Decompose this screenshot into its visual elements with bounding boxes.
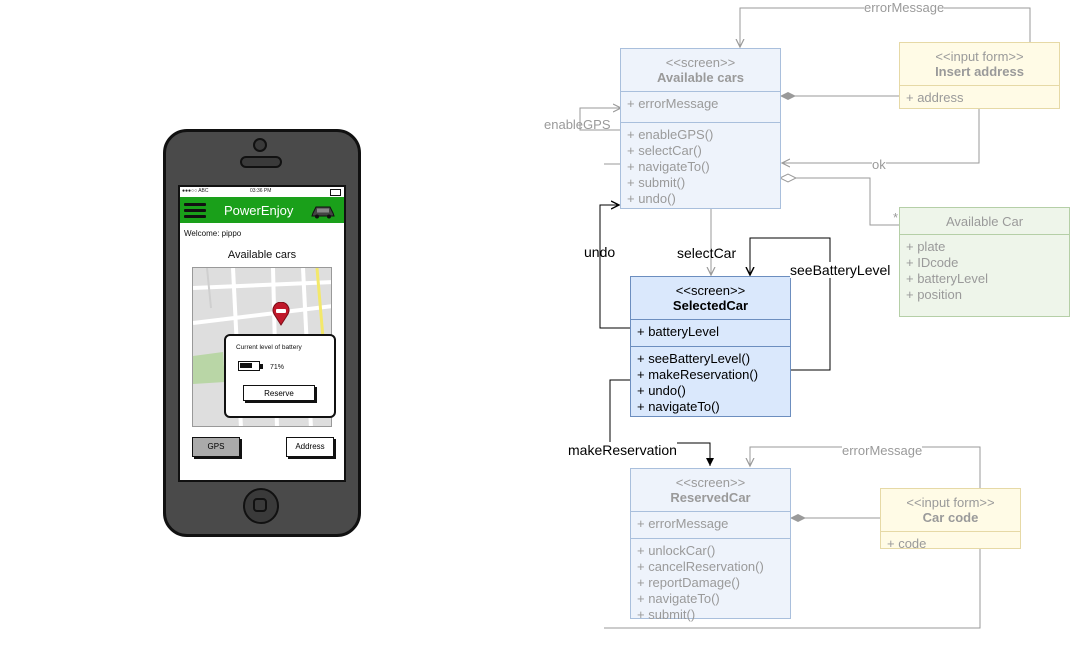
edge-ok xyxy=(782,108,980,163)
available-cars-class[interactable]: <<screen>> Available cars + errorMessage… xyxy=(620,48,781,209)
edge-label-see-battery: seeBatteryLevel xyxy=(790,262,891,278)
attribute: + code xyxy=(887,536,927,551)
class-name: SelectedCar xyxy=(672,298,749,313)
class-name: Available cars xyxy=(657,70,744,85)
location-marker-icon[interactable] xyxy=(272,302,290,326)
edge-label-enable-gps: enableGPS xyxy=(544,117,611,132)
attribute: + batteryLevel xyxy=(906,271,989,286)
method: + makeReservation() xyxy=(637,367,759,382)
edge-label-make-reservation: makeReservation xyxy=(568,442,677,458)
method: + submit() xyxy=(627,175,686,190)
battery-percent: 71% xyxy=(270,364,285,371)
battery-fill xyxy=(240,363,252,368)
welcome-text: Welcome: pippo xyxy=(184,229,242,238)
speaker-icon xyxy=(240,156,282,168)
edge-bottom-return xyxy=(604,548,981,629)
edge-undo xyxy=(599,205,631,329)
stereotype: <<input form>> xyxy=(935,49,1024,64)
reserved-car-class[interactable]: <<screen>> ReservedCar + errorMessage + … xyxy=(630,468,791,622)
edge-see-battery xyxy=(750,237,831,371)
address-button[interactable]: Address xyxy=(286,437,334,457)
class-name: Car code xyxy=(922,510,979,525)
selected-car-class[interactable]: <<screen>> SelectedCar + batteryLevel + … xyxy=(630,276,791,417)
methods-section: + enableGPS() + selectCar() + navigateTo… xyxy=(621,122,780,207)
attributes-section: + batteryLevel xyxy=(631,319,790,346)
aggregation-diamond-icon xyxy=(778,173,798,183)
edge-label-undo: undo xyxy=(584,244,616,260)
battery-popup-label: Current level of battery xyxy=(236,344,302,351)
reserve-button[interactable]: Reserve xyxy=(243,385,315,401)
method: + reportDamage() xyxy=(637,575,740,590)
attribute: + errorMessage xyxy=(637,516,729,531)
method: + seeBatteryLevel() xyxy=(637,351,751,366)
method: + unlockCar() xyxy=(637,543,716,558)
attributes-section: + address xyxy=(900,85,1059,106)
method: + cancelReservation() xyxy=(637,559,764,574)
edge-available-car xyxy=(795,177,900,226)
edge-enable-gps xyxy=(579,108,621,131)
battery-icon xyxy=(238,361,260,371)
method: + undo() xyxy=(627,191,676,206)
attributes-section: + errorMessage xyxy=(631,511,790,538)
edge-label-multiplicity: * xyxy=(893,210,899,225)
stereotype: <<input form>> xyxy=(906,495,995,510)
edge-label-error-top: errorMessage xyxy=(864,0,945,15)
home-square-icon xyxy=(253,498,267,512)
attribute: + plate xyxy=(906,239,946,254)
battery-status-icon xyxy=(330,189,341,196)
menu-icon[interactable] xyxy=(184,203,206,219)
phone-screen: ●●●○○ ABC 03:36 PM PowerEnjoy Welcome: p… xyxy=(178,185,346,482)
methods-section: + unlockCar() + cancelReservation() + re… xyxy=(631,538,790,623)
method: + submit() xyxy=(637,607,696,622)
class-name: ReservedCar xyxy=(670,490,751,505)
method: + navigateTo() xyxy=(637,591,720,606)
available-car-entity[interactable]: Available Car + plate + IDcode + battery… xyxy=(899,207,1070,317)
edge-label-select-car: selectCar xyxy=(677,245,737,261)
attributes-section: + code xyxy=(881,531,1020,552)
method: + selectCar() xyxy=(627,143,702,158)
methods-section: + seeBatteryLevel() + makeReservation() … xyxy=(631,346,790,415)
composition-diamond-icon xyxy=(780,92,796,100)
edge-label-error-bottom: errorMessage xyxy=(842,443,923,458)
attribute: + position xyxy=(906,287,963,302)
status-time: 03:36 PM xyxy=(250,188,272,194)
app-bar: PowerEnjoy xyxy=(180,197,344,223)
carrier-text: ●●●○○ ABC xyxy=(182,188,209,194)
method: + navigateTo() xyxy=(627,159,710,174)
attribute: + IDcode xyxy=(906,255,959,270)
attribute: + batteryLevel xyxy=(637,324,720,339)
edge-label-ok: ok xyxy=(872,157,886,172)
attributes-section: + plate + IDcode + batteryLevel + positi… xyxy=(900,234,1069,303)
attribute: + errorMessage xyxy=(627,96,719,111)
battery-tip xyxy=(260,364,263,369)
battery-popup: Current level of battery 71% Reserve xyxy=(224,334,336,418)
method: + navigateTo() xyxy=(637,399,720,414)
stereotype: <<screen>> xyxy=(675,283,746,298)
status-bar: ●●●○○ ABC 03:36 PM xyxy=(180,187,344,197)
stereotype: <<screen>> xyxy=(665,55,736,70)
app-title: PowerEnjoy xyxy=(224,203,294,218)
car-code-form[interactable]: <<input form>> Car code + code xyxy=(880,488,1021,552)
method: + enableGPS() xyxy=(627,127,714,142)
attribute: + address xyxy=(906,90,964,105)
home-button[interactable] xyxy=(243,488,279,524)
insert-address-form[interactable]: <<input form>> Insert address + address xyxy=(899,42,1060,109)
attributes-section: + errorMessage xyxy=(621,91,780,122)
composition-diamond-icon-2 xyxy=(790,514,806,522)
screen-title: Available cars xyxy=(227,249,297,261)
stereotype: <<screen>> xyxy=(675,475,746,490)
method: + undo() xyxy=(637,383,686,398)
car-icon xyxy=(311,206,335,219)
camera-icon xyxy=(253,138,267,152)
class-name: Insert address xyxy=(935,64,1024,79)
class-name: Available Car xyxy=(945,214,1024,229)
gps-button[interactable]: GPS xyxy=(192,437,240,457)
